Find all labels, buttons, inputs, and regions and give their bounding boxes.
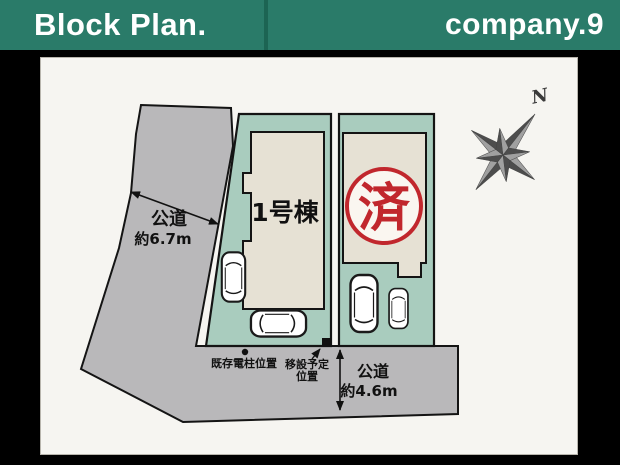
existing-pole-dot bbox=[241, 348, 249, 356]
car-icon bbox=[249, 309, 308, 338]
bottom-road-width: 約4.6m bbox=[340, 382, 397, 400]
road-width-arrow-6-7m bbox=[130, 191, 219, 225]
building1-footprint bbox=[242, 131, 325, 310]
header-left-block: Block Plan. bbox=[0, 0, 268, 50]
car-icon bbox=[220, 251, 247, 303]
block-plan-drawing: 済 1号棟 公道 約6.7m 公道 約4.6m 既存電柱位置 移設予定 位置 bbox=[79, 84, 552, 424]
relocation-pointer-arrow bbox=[311, 348, 321, 360]
relocation-label-line2: 位置 bbox=[296, 369, 318, 383]
relocation-label-line1: 移設予定 bbox=[285, 357, 329, 371]
lot1-label: 1号棟 bbox=[251, 198, 319, 227]
sold-stamp-text: 済 bbox=[358, 179, 411, 239]
header-bar: Block Plan. company.9 bbox=[0, 0, 620, 50]
sold-stamp-circle bbox=[345, 167, 423, 245]
company-brand: company.9 bbox=[445, 8, 604, 41]
header-right-block: company.9 bbox=[268, 0, 620, 50]
existing-pole-label: 既存電柱位置 bbox=[211, 356, 277, 370]
car-icon bbox=[388, 287, 409, 330]
relocation-pole-marker bbox=[322, 338, 331, 347]
page-title: Block Plan. bbox=[34, 7, 207, 42]
left-road-width: 約6.7m bbox=[134, 230, 191, 248]
compass-north-label: N bbox=[529, 84, 552, 108]
car-icon bbox=[349, 273, 379, 334]
bottom-road-name: 公道 bbox=[357, 362, 389, 381]
compass-rose-icon bbox=[471, 113, 536, 190]
plan-page: 済 1号棟 公道 約6.7m 公道 約4.6m 既存電柱位置 移設予定 位置 bbox=[40, 57, 578, 455]
left-road-name: 公道 bbox=[151, 208, 187, 230]
road-area bbox=[79, 103, 459, 424]
